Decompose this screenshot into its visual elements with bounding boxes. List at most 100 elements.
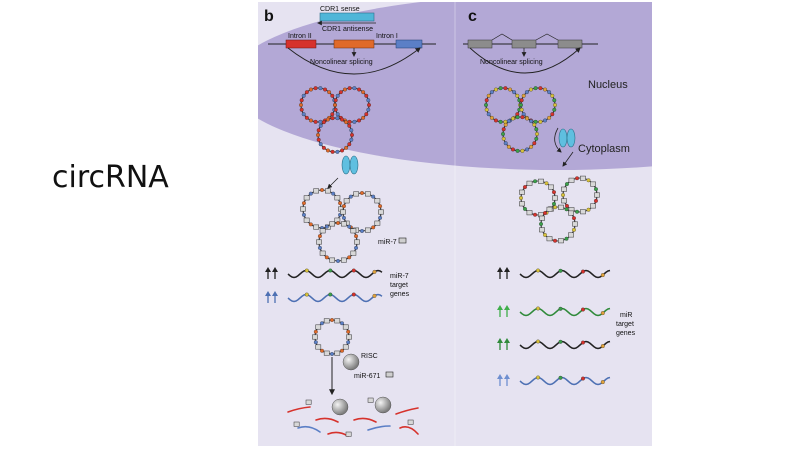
up-arrow-head	[272, 291, 278, 296]
exon-orange	[333, 39, 375, 49]
panel-b-target-line-3: genes	[390, 291, 410, 298]
mirna-site	[325, 188, 331, 194]
mirna-site	[374, 198, 381, 204]
mrna-site	[536, 268, 540, 273]
circrna-bead	[338, 201, 343, 206]
mrna-site	[372, 293, 377, 298]
mrna-site	[536, 339, 540, 344]
circrna-bead	[486, 93, 491, 98]
exon-red	[285, 39, 317, 49]
circrna-bead	[525, 147, 530, 152]
circrna-bead	[501, 132, 505, 136]
circrna-bead	[335, 93, 340, 98]
circrna-bead	[323, 87, 328, 92]
panel-c-target-line-3: genes	[616, 330, 636, 337]
mrna-site	[581, 307, 585, 312]
mirna-site	[374, 220, 381, 226]
circrna-bead	[336, 221, 340, 225]
mirna-site	[365, 191, 371, 197]
panel-b-cytoplasmic-circrnas	[300, 188, 384, 263]
mrna-site	[351, 268, 356, 273]
circrna-bead	[341, 204, 346, 209]
circrna-bead	[543, 232, 547, 237]
released-mirna	[407, 419, 414, 425]
mrna-site	[558, 268, 563, 273]
mirna-site	[340, 209, 346, 215]
mirna-site	[343, 198, 350, 204]
mirna-site	[580, 209, 586, 215]
circrna-bead	[524, 90, 529, 95]
panel-c-target-label: miR target genes	[616, 312, 636, 337]
circrna-bead	[347, 119, 352, 124]
mirna-site	[538, 178, 544, 184]
circrna-bead	[366, 98, 371, 103]
circrna-bead	[318, 119, 323, 124]
circrna-bead	[341, 215, 346, 220]
mirna-site	[519, 189, 525, 195]
mrna-strand	[519, 269, 611, 279]
circrna-bead	[349, 128, 354, 133]
mirna-site	[313, 188, 319, 194]
circrna-bead	[532, 122, 537, 127]
circrna-bead	[515, 148, 520, 153]
circrna-bead	[354, 234, 359, 239]
mrna-site	[600, 344, 605, 349]
mrna-site	[328, 268, 333, 273]
circrna-bead	[348, 194, 353, 199]
mirna-site	[329, 257, 335, 263]
circrna-bead	[501, 127, 506, 132]
circrna-bead	[547, 115, 552, 120]
mrna-site	[600, 273, 605, 278]
circrna-bead	[335, 112, 340, 117]
panel-c-exon-2	[511, 39, 537, 49]
cleaved-fragment	[367, 425, 391, 431]
circrna-bead	[299, 107, 304, 112]
circrna-bead	[510, 147, 515, 152]
circrna-bead	[484, 103, 488, 107]
panel-b-target-label: miR-7 target genes	[390, 273, 411, 298]
circrna-bead	[552, 201, 556, 206]
circrna-bead	[330, 93, 335, 98]
mirna-site	[315, 324, 322, 330]
circrna-bead	[378, 215, 383, 220]
circrna-bead	[489, 90, 494, 95]
mirna-site	[519, 201, 525, 207]
circrna-bead	[525, 116, 530, 121]
circrna-bead	[340, 321, 344, 326]
circrna-b-risc	[312, 318, 352, 356]
released-mirna	[305, 399, 312, 405]
circrna-bead	[330, 149, 335, 154]
circrna-bead	[486, 112, 491, 117]
mirna-site	[313, 224, 319, 230]
circrna-bead	[523, 185, 527, 190]
mrna-site	[600, 380, 605, 385]
circrna-bead	[364, 93, 369, 98]
mrna-b-blue	[265, 291, 383, 303]
slide-title: circRNA	[52, 160, 169, 195]
circrna-bead	[515, 93, 520, 98]
cleaved-fragment	[353, 417, 377, 423]
mirna-site	[594, 192, 600, 198]
mirna-site	[315, 344, 322, 350]
circrna-bead	[349, 137, 354, 142]
circrna-bead	[340, 117, 345, 122]
mir671-icon	[385, 371, 394, 378]
circrna-bead	[320, 321, 324, 326]
up-arrow-head	[272, 267, 278, 272]
circrna-bead	[586, 178, 591, 183]
circrna-bead	[371, 225, 376, 230]
circrna-bead	[357, 87, 362, 92]
circrna-bead	[534, 136, 539, 141]
mirna-site	[546, 236, 553, 242]
nuclear-pore-b	[341, 155, 359, 175]
mirna-site	[526, 210, 533, 216]
panel-c-target-mrnas	[497, 267, 611, 386]
panel-b-target-line-2: target	[390, 282, 408, 289]
circrna-bead	[301, 212, 306, 217]
cytoplasm-label: Cytoplasm	[578, 143, 630, 155]
mirna-site	[558, 238, 564, 244]
circrna-bead	[498, 119, 503, 124]
circrna-bead	[347, 255, 352, 260]
circrna-bead	[304, 115, 309, 120]
circrna-bead	[347, 123, 352, 128]
